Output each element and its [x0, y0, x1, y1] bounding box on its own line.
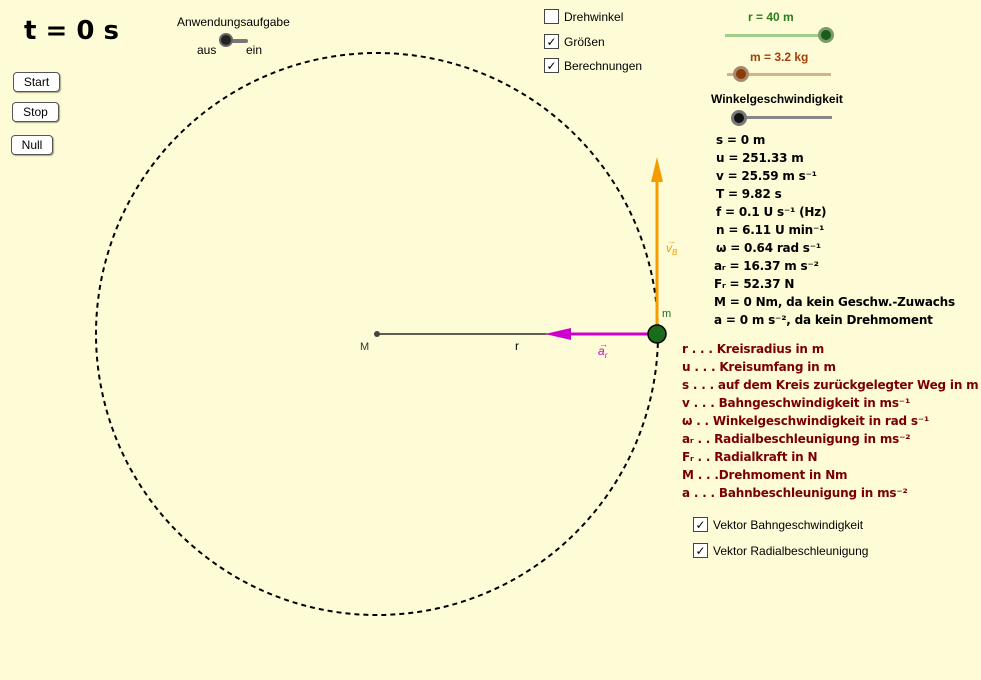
velocity-arrowhead: [651, 157, 663, 182]
calc-period: T = 9.82 s: [716, 187, 782, 201]
calc-rpm: n = 6.11 U min⁻¹: [716, 223, 825, 237]
angular-slider-track[interactable]: [733, 116, 832, 119]
task-toggle-off-label: aus: [197, 43, 217, 57]
task-toggle-track[interactable]: [222, 39, 248, 43]
calc-circumference: u = 251.33 m: [716, 151, 804, 165]
checkbox-label: Größen: [564, 34, 605, 49]
mass-slider-label: m = 3.2 kg: [750, 50, 809, 64]
center-point: [374, 331, 380, 337]
legend-circumference: u . . . Kreisumfang in m: [682, 360, 836, 374]
legend-torque: M . . .Drehmoment in Nm: [682, 468, 848, 482]
radius-label: r: [515, 339, 519, 353]
calc-distance: s = 0 m: [716, 133, 766, 147]
calc-torque: M = 0 Nm, da kein Geschw.-Zuwachs: [714, 295, 955, 309]
mass-label: m: [662, 308, 671, 320]
task-toggle-on-label: ein: [246, 43, 263, 57]
checkbox-box[interactable]: ✓: [693, 543, 708, 558]
calc-frequency: f = 0.1 U s⁻¹ (Hz): [716, 205, 827, 219]
acceleration-vector-arrow-icon: →: [599, 339, 608, 349]
task-toggle-knob[interactable]: [219, 33, 233, 47]
velocity-vector-arrow-icon: →: [667, 236, 676, 246]
acceleration-label: ar: [598, 344, 608, 360]
mass-point[interactable]: [647, 324, 667, 344]
checkbox-label: Vektor Bahngeschwindigkeit: [713, 517, 864, 532]
calc-radial-acceleration: aᵣ = 16.37 m s⁻²: [714, 259, 819, 273]
radius-slider-label: r = 40 m: [748, 10, 794, 24]
checkbox-velocity-vector[interactable]: ✓ Vektor Bahngeschwindigkeit: [693, 517, 863, 532]
radius-slider-track[interactable]: [725, 34, 833, 37]
calc-tangential-acceleration: a = 0 m s⁻², da kein Drehmoment: [714, 313, 933, 327]
checkbox-quantities[interactable]: ✓ Größen: [544, 34, 605, 49]
checkbox-calculations[interactable]: ✓ Berechnungen: [544, 58, 642, 73]
center-label: M: [360, 341, 369, 353]
stop-button[interactable]: Stop: [12, 102, 59, 122]
calc-radial-force: Fᵣ = 52.37 N: [714, 277, 795, 291]
checkbox-box[interactable]: ✓: [544, 34, 559, 49]
legend-radial-acceleration: aᵣ . . Radialbeschleunigung in ms⁻²: [682, 432, 911, 446]
checkbox-label: Vektor Radialbeschleunigung: [713, 543, 869, 558]
angular-slider-label: Winkelgeschwindigkeit: [711, 92, 843, 106]
task-toggle-title: Anwendungsaufgabe: [177, 15, 290, 29]
mass-slider-knob[interactable]: [733, 66, 749, 82]
time-display: t = 0 s: [24, 16, 119, 46]
calc-velocity: v = 25.59 m s⁻¹: [716, 169, 817, 183]
acceleration-arrowhead: [545, 328, 571, 340]
legend-velocity: v . . . Bahngeschwindigkeit in ms⁻¹: [682, 396, 910, 410]
angular-slider-knob[interactable]: [731, 110, 747, 126]
checkbox-label: Drehwinkel: [564, 9, 624, 24]
calc-angular-velocity: ω = 0.64 rad s⁻¹: [716, 241, 821, 255]
mass-slider-track[interactable]: [727, 73, 831, 76]
checkbox-label: Berechnungen: [564, 58, 643, 73]
checkbox-acceleration-vector[interactable]: ✓ Vektor Radialbeschleunigung: [693, 543, 868, 558]
radius-slider-knob[interactable]: [818, 27, 834, 43]
legend-radius: r . . . Kreisradius in m: [682, 342, 825, 356]
velocity-label: vB: [666, 241, 678, 257]
checkbox-box[interactable]: ✓: [693, 517, 708, 532]
legend-angular-velocity: ω . . Winkelgeschwindigkeit in rad s⁻¹: [682, 414, 930, 428]
reset-button[interactable]: Null: [11, 135, 53, 155]
legend-distance: s . . . auf dem Kreis zurückgelegter Weg…: [682, 378, 979, 392]
checkbox-box[interactable]: [544, 9, 559, 24]
checkbox-rotation-angle[interactable]: Drehwinkel: [544, 9, 623, 24]
legend-tangential-acceleration: a . . . Bahnbeschleunigung in ms⁻²: [682, 486, 908, 500]
checkbox-box[interactable]: ✓: [544, 58, 559, 73]
legend-radial-force: Fᵣ . . Radialkraft in N: [682, 450, 818, 464]
start-button[interactable]: Start: [13, 72, 60, 92]
